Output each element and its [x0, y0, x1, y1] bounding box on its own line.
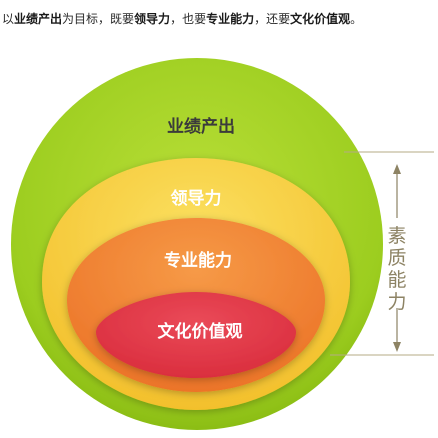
- headline-bold-performance: 业绩产出: [14, 12, 63, 26]
- headline-text-2: 为目标，既要: [62, 12, 135, 26]
- headline-bold-leadership: 领导力: [134, 12, 171, 26]
- layer-performance-label: 业绩产出: [167, 116, 235, 137]
- headline-text-4: ，还要: [254, 12, 291, 26]
- headline-text-5: 。: [350, 12, 363, 26]
- side-label-char-2: 质: [387, 247, 406, 269]
- headline-bold-professional: 专业能力: [206, 12, 255, 26]
- headline-text-1: 以: [2, 12, 15, 26]
- headline-text-3: ，也要: [170, 12, 207, 26]
- layer-leadership-label: 领导力: [171, 188, 222, 209]
- side-label-char-4: 力: [387, 291, 406, 313]
- side-label-char-3: 能: [387, 269, 406, 291]
- side-label-char-1: 素: [387, 225, 406, 247]
- layer-culture-shape: [96, 292, 296, 378]
- layer-culture-label: 文化价值观: [158, 321, 243, 342]
- layer-professional-label: 专业能力: [164, 250, 232, 271]
- arrow-up-head: [393, 164, 401, 174]
- headline-bold-culture: 文化价值观: [290, 12, 351, 26]
- arrow-down-head: [393, 342, 401, 352]
- headline: 以业绩产出为目标，既要领导力，也要专业能力，还要文化价值观。: [2, 9, 436, 29]
